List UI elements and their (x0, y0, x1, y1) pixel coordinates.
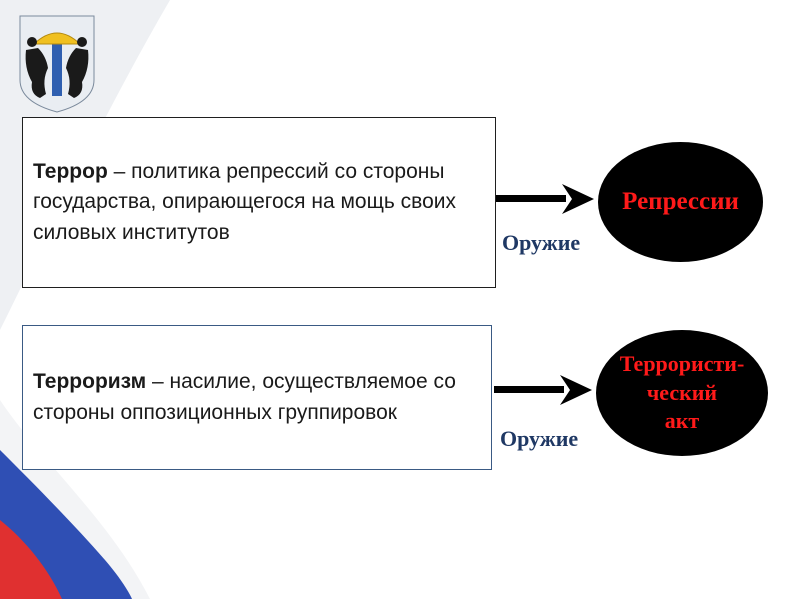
terrorism-definition-box: Терроризм – насилие, осуществляемое со с… (22, 325, 492, 470)
terror-term: Террор (33, 159, 108, 183)
weapon-label: Оружие (500, 426, 579, 451)
arrow-right-icon (496, 184, 594, 214)
terrorist-act-label: Террористи- ческий акт (619, 351, 745, 434)
repressions-ellipse: Репрессии (598, 142, 763, 262)
terror-definition: – политика репрессий со стороны государс… (33, 159, 456, 244)
arrow-right-icon (494, 375, 592, 405)
terrorism-term: Терроризм (33, 370, 147, 394)
repressions-label: Репрессии (622, 188, 739, 215)
terror-definition-box: Террор – политика репрессий со стороны г… (22, 117, 496, 288)
flag-red-stripe (0, 520, 62, 599)
weapon-label: Оружие (502, 230, 581, 255)
terrorism-definition-text: Терроризм – насилие, осуществляемое со с… (33, 367, 481, 428)
terror-definition-text: Террор – политика репрессий со стороны г… (33, 157, 485, 248)
terrorist-act-ellipse: Террористи- ческий акт (596, 330, 768, 456)
coat-of-arms-icon (19, 15, 95, 113)
terrorism-definition: – насилие, осуществляемое со стороны опп… (33, 370, 456, 424)
